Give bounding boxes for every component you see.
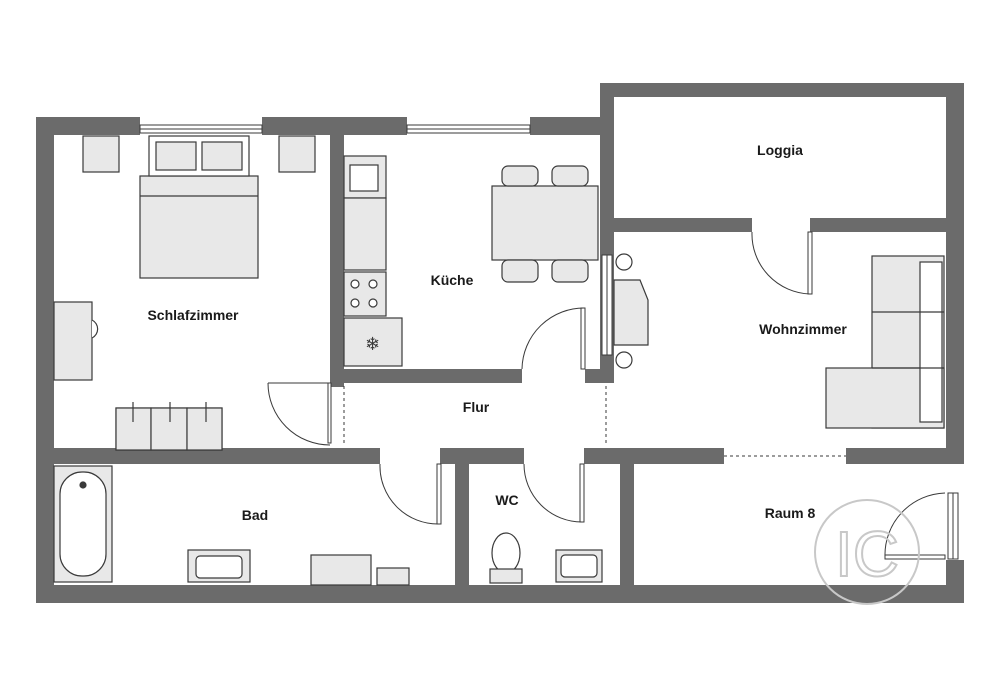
kitchen-counter-icon <box>343 197 387 271</box>
room-label-wc: WC <box>495 492 518 508</box>
svg-text:❄: ❄ <box>365 334 380 355</box>
sofa-icon <box>825 255 945 429</box>
room-label-raum8: Raum 8 <box>765 505 816 521</box>
wall-wc-raum8 <box>620 448 634 603</box>
door-loggia <box>751 231 813 295</box>
door-kitchen <box>521 307 586 370</box>
wall-loggia-bottom-a <box>600 218 752 232</box>
doors <box>267 231 946 560</box>
wall-left <box>36 117 54 603</box>
walls <box>36 83 964 603</box>
door-bad <box>379 463 442 525</box>
bathtub-icon <box>53 465 113 583</box>
wall-bottom <box>36 585 964 603</box>
watermark-text: IC <box>835 518 899 590</box>
wall-kitchen-bottom-a <box>330 369 522 383</box>
nightstand-right-icon <box>278 135 316 173</box>
wall-bed-kitchen <box>330 117 344 387</box>
wall-loggia-top <box>600 83 964 97</box>
wall-hall-bottom-a <box>440 448 524 464</box>
wall-bad-wc <box>455 448 469 603</box>
desk-icon <box>53 301 99 381</box>
washbasin-icon <box>187 549 251 583</box>
watermark-logo: IC <box>814 499 920 605</box>
stove-icon <box>343 271 387 317</box>
bed-icon <box>139 135 259 279</box>
door-bedroom <box>267 382 332 446</box>
wall-hall-bottom-c <box>846 448 964 464</box>
tv-unit-icon <box>613 253 649 369</box>
windows <box>139 124 959 560</box>
room-label-bad: Bad <box>242 507 268 523</box>
room-labels: Schlafzimmer Küche Loggia Wohnzimmer Flu… <box>147 142 847 523</box>
toilet-icon <box>489 532 523 584</box>
wc-sink-icon <box>555 549 603 583</box>
wall-right-lower <box>946 560 964 603</box>
room-label-loggia: Loggia <box>757 142 803 158</box>
dresser-icon <box>115 402 223 451</box>
fridge-icon: ❄ <box>343 317 403 367</box>
nightstand-left-icon <box>82 135 120 173</box>
bath-cabinet-icon <box>376 567 410 586</box>
wall-top-left <box>36 117 140 135</box>
room-label-kueche: Küche <box>431 272 474 288</box>
wall-hall-bottom-b <box>584 448 724 464</box>
wall-bed-bottom <box>36 448 380 464</box>
wall-kitchen-bottom-b <box>585 369 614 383</box>
dining-table-icon <box>491 165 599 283</box>
wall-right-upper <box>946 83 964 463</box>
room-label-flur: Flur <box>463 399 490 415</box>
washing-machine-icon <box>310 554 372 586</box>
furniture: ❄ <box>53 135 945 586</box>
wall-top-kitchen <box>530 117 600 135</box>
door-wc <box>523 463 585 523</box>
room-label-schlafzimmer: Schlafzimmer <box>147 307 239 323</box>
wall-loggia-bottom-b <box>810 218 964 232</box>
kitchen-sink-icon <box>343 155 387 199</box>
room-label-wohnzimmer: Wohnzimmer <box>759 321 847 337</box>
